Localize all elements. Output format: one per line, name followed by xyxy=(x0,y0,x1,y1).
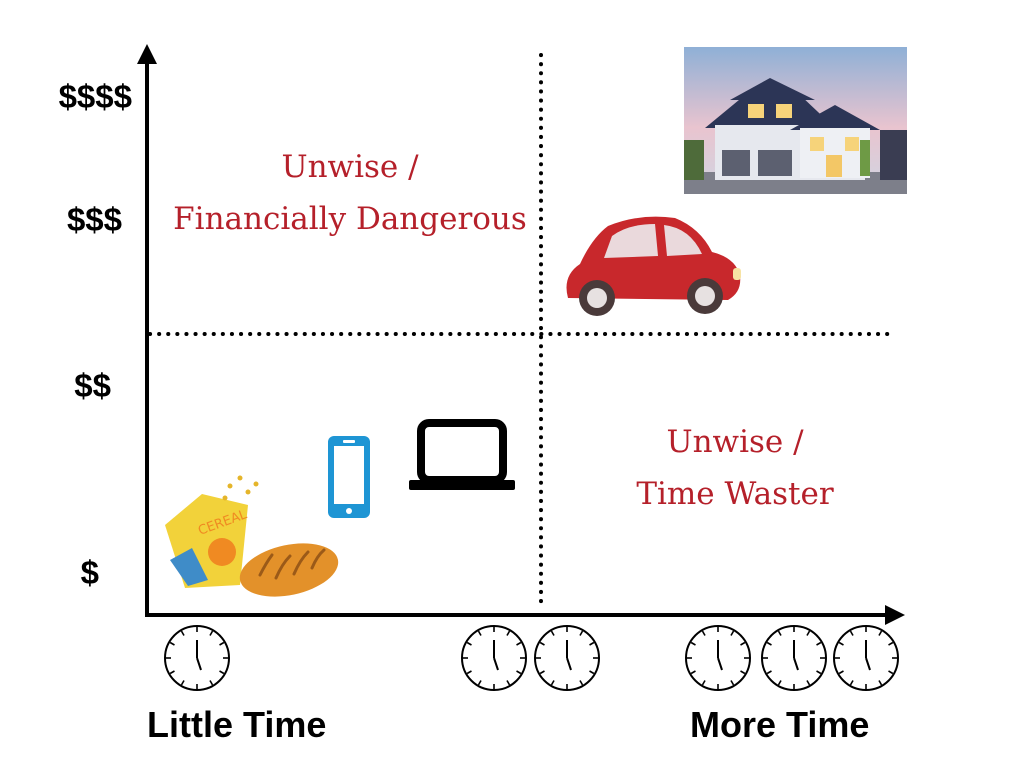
x-axis-arrowhead xyxy=(885,605,905,625)
y-label-1: $ xyxy=(80,554,99,591)
x-label-little-time: Little Time xyxy=(147,704,327,745)
quadrant-label-bottom-right: Unwise / Time Waster xyxy=(610,416,860,520)
clocks-group xyxy=(164,625,899,691)
y-label-3: $$$ xyxy=(66,201,122,238)
clock-icon xyxy=(685,625,751,691)
y-label-2: $$ xyxy=(74,367,111,404)
x-label-more-time: More Time xyxy=(690,704,870,745)
axes xyxy=(137,44,905,625)
laptop-icon xyxy=(409,419,515,490)
quadrant-top-left-line1: Unwise / xyxy=(281,149,419,185)
clock-icon xyxy=(833,625,899,691)
phone-icon xyxy=(328,436,370,518)
quadrant-bottom-right-line1: Unwise / xyxy=(666,424,804,460)
quadrant-bottom-right-line2: Time Waster xyxy=(636,476,834,512)
clock-icon xyxy=(761,625,827,691)
house-image xyxy=(684,47,907,194)
clock-icon xyxy=(461,625,527,691)
y-label-4: $$$$ xyxy=(58,78,132,115)
bread-icon xyxy=(239,543,339,597)
clock-icon xyxy=(534,625,600,691)
car-icon xyxy=(566,216,741,316)
quadrant-dividers xyxy=(148,53,894,612)
cereal-box-icon: CEREAL xyxy=(165,475,259,588)
clock-icon xyxy=(164,625,230,691)
y-axis-arrowhead xyxy=(137,44,157,64)
quadrant-top-left-line2: Financially Dangerous xyxy=(173,201,527,237)
quadrant-label-top-left: Unwise / Financially Dangerous xyxy=(165,141,535,245)
